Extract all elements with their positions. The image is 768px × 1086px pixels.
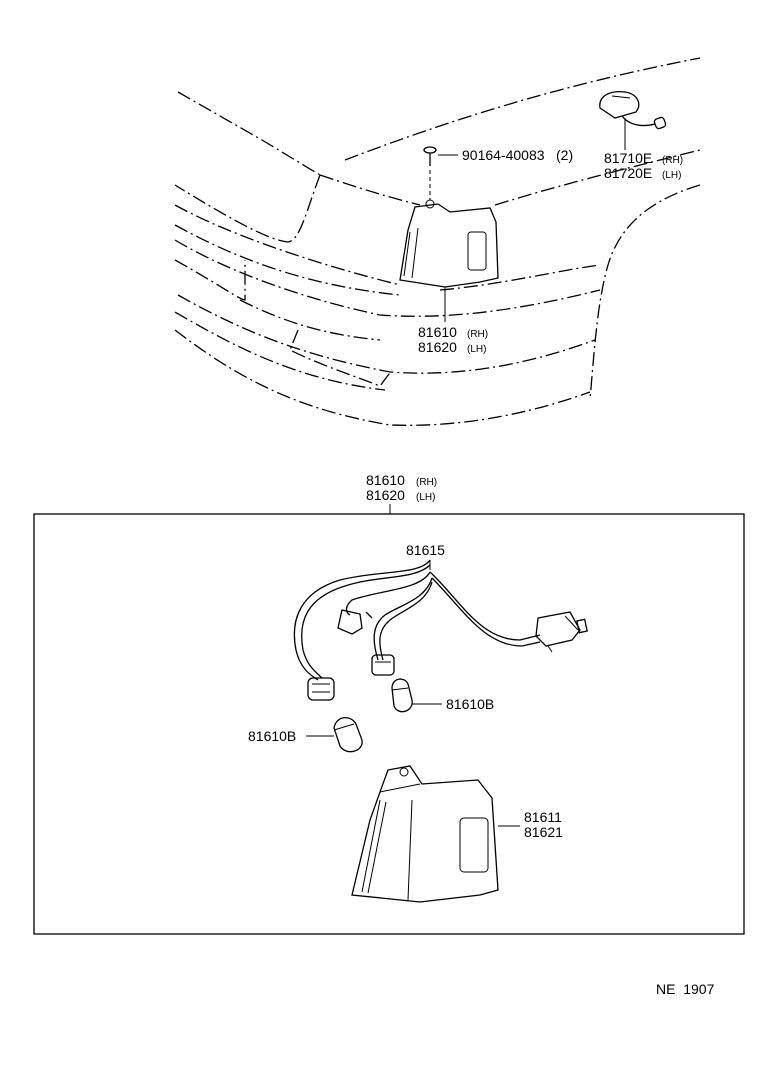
wire-harness-part-number: 81615 — [406, 542, 445, 558]
lens-part-rh: 81611 — [524, 809, 562, 825]
detail-frame — [33, 513, 745, 935]
bulb-left-icon — [333, 717, 363, 753]
lamp-assy-detail-side-lh: (LH) — [416, 492, 435, 503]
bulb-right-part-number: 81610B — [446, 696, 494, 712]
bulb-left-part-number: 81610B — [248, 728, 296, 744]
screw-icon — [423, 146, 437, 200]
lamp-assy-top-side-lh: (LH) — [467, 344, 486, 355]
side-light-side-rh: (RH) — [662, 155, 683, 166]
lamp-lens-icon — [351, 765, 499, 903]
bulb-right-icon — [391, 678, 413, 713]
vehicle-body-outline — [174, 57, 701, 426]
side-light-part-lh: 81720E — [604, 165, 652, 181]
lamp-assy-detail-side-rh: (RH) — [416, 477, 437, 488]
side-marker-light-icon — [599, 90, 667, 150]
screw-part-number: 90164-40083 — [462, 147, 545, 163]
lens-part-lh: 81621 — [524, 824, 563, 840]
side-light-side-lh: (LH) — [662, 170, 681, 181]
lamp-assy-detail-part-lh: 81620 — [366, 487, 405, 503]
rear-side-lamp-top — [399, 199, 499, 288]
diagram-code: NE 1907 — [656, 981, 715, 997]
lamp-assy-top-part-lh: 81620 — [418, 339, 457, 355]
lamp-assy-detail-part-rh: 81610 — [366, 472, 405, 488]
side-light-part-rh: 81710E — [604, 150, 652, 166]
lamp-assy-top-side-rh: (RH) — [467, 329, 488, 340]
lamp-assy-top-part-rh: 81610 — [418, 324, 457, 340]
screw-quantity: (2) — [556, 147, 573, 163]
wire-harness-icon — [293, 559, 588, 701]
